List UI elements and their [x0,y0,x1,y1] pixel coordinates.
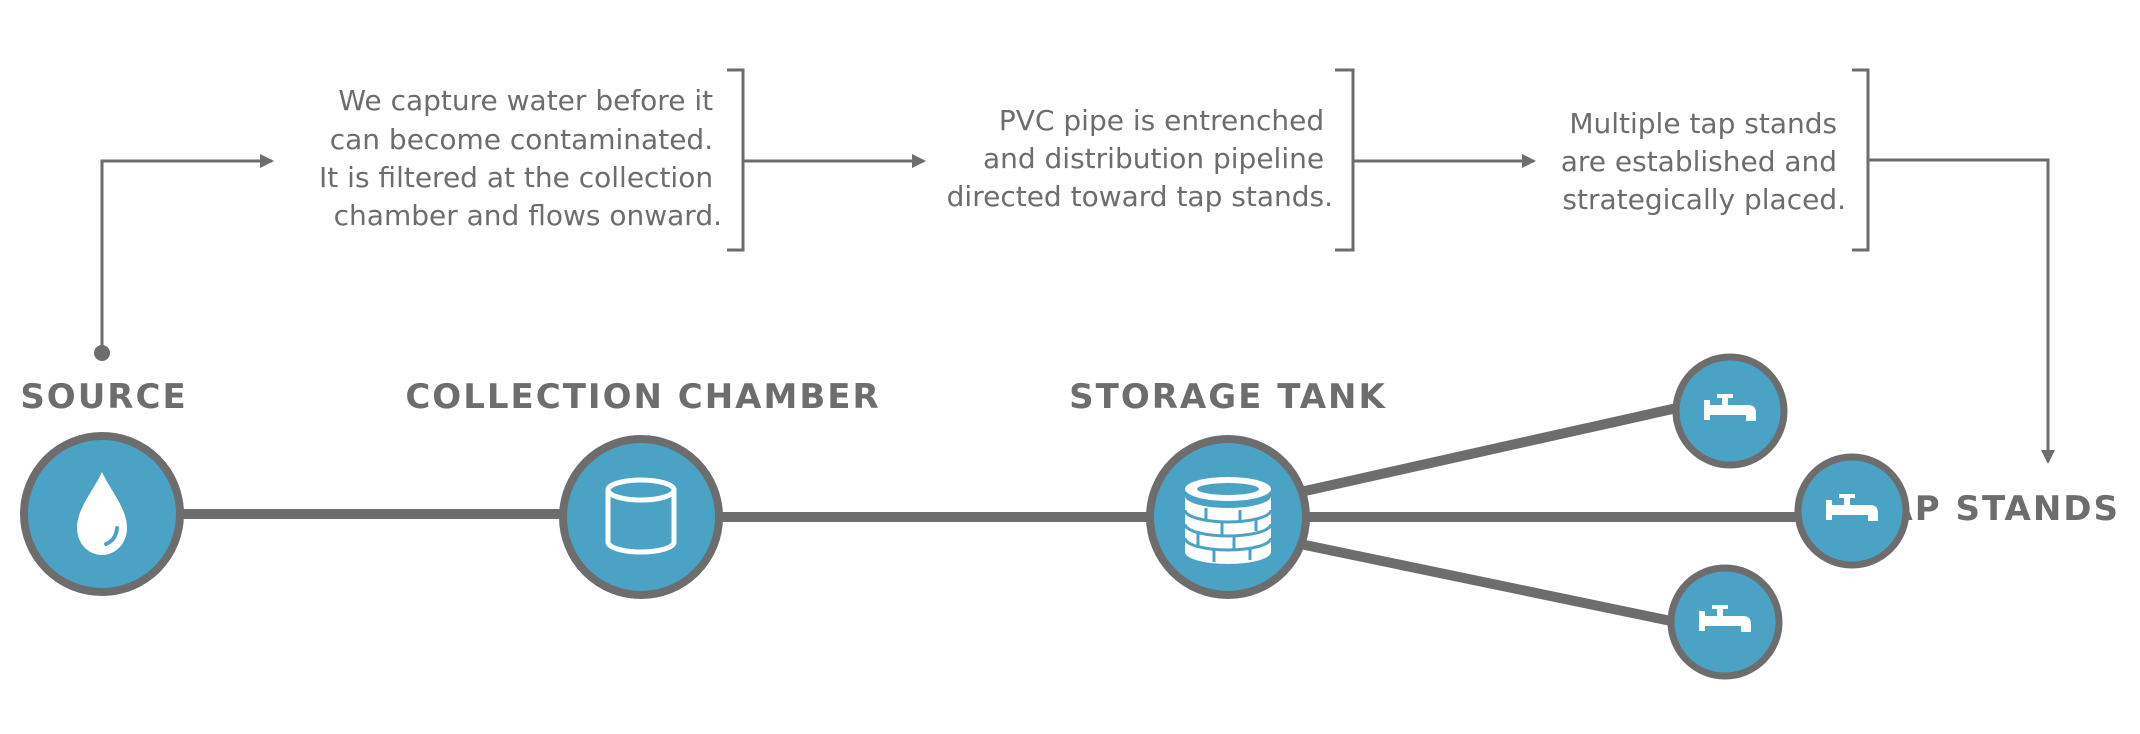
description-step1-line: It is filtered at the collection [319,161,713,194]
arrow-step3-to-taps [1868,158,2055,464]
water-tap-icon [1704,394,1756,421]
arrow-source-to-step1 [100,154,274,353]
description-step1-line: We capture water before it [338,84,713,117]
cylinder-icon [605,477,677,555]
description-step3-line: Multiple tap stands [1569,107,1837,140]
storage-tank-label: STORAGE TANK [1069,377,1387,417]
description-step3-line: strategically placed. [1562,183,1846,216]
collection-chamber-label: COLLECTION CHAMBER [405,377,880,417]
description-step2-line: and distribution pipeline [983,142,1324,175]
pipe-storage-to-tap-bottom [1300,540,1676,626]
storage-tank-node [1146,435,1310,599]
pipe-storage-to-tap-top [1300,403,1682,496]
tap-stand-node-bottom [1667,564,1783,680]
source-node [20,432,184,596]
water-tap-icon [1699,605,1751,632]
collection-chamber-circle [559,435,723,599]
bracket-step1 [727,68,745,252]
description-step3: Multiple tap stands are established and … [1561,107,1846,216]
water-tap-icon [1826,494,1878,521]
description-step2: PVC pipe is entrenched and distribution … [947,104,1333,213]
water-drop-icon [77,472,127,555]
tap-stand-node-middle [1794,453,1910,569]
pipelines [175,403,1803,626]
description-step1: We capture water before it can become co… [319,84,722,232]
collection-chamber-node [559,435,723,599]
top-flow-connectors [94,68,2055,464]
description-step1-line: chamber and flows onward. [334,199,722,232]
description-step2-line: PVC pipe is entrenched [999,104,1324,137]
bracket-step3 [1852,68,1870,252]
description-step3-line: are established and [1561,145,1837,178]
tap-stand-node-top [1672,353,1788,469]
description-step2-line: directed toward tap stands. [947,180,1333,213]
brick-tank-icon [1183,477,1273,564]
description-step1-line: can become contaminated. [330,123,713,156]
source-label: SOURCE [20,377,187,417]
bracket-step2 [1335,68,1355,252]
